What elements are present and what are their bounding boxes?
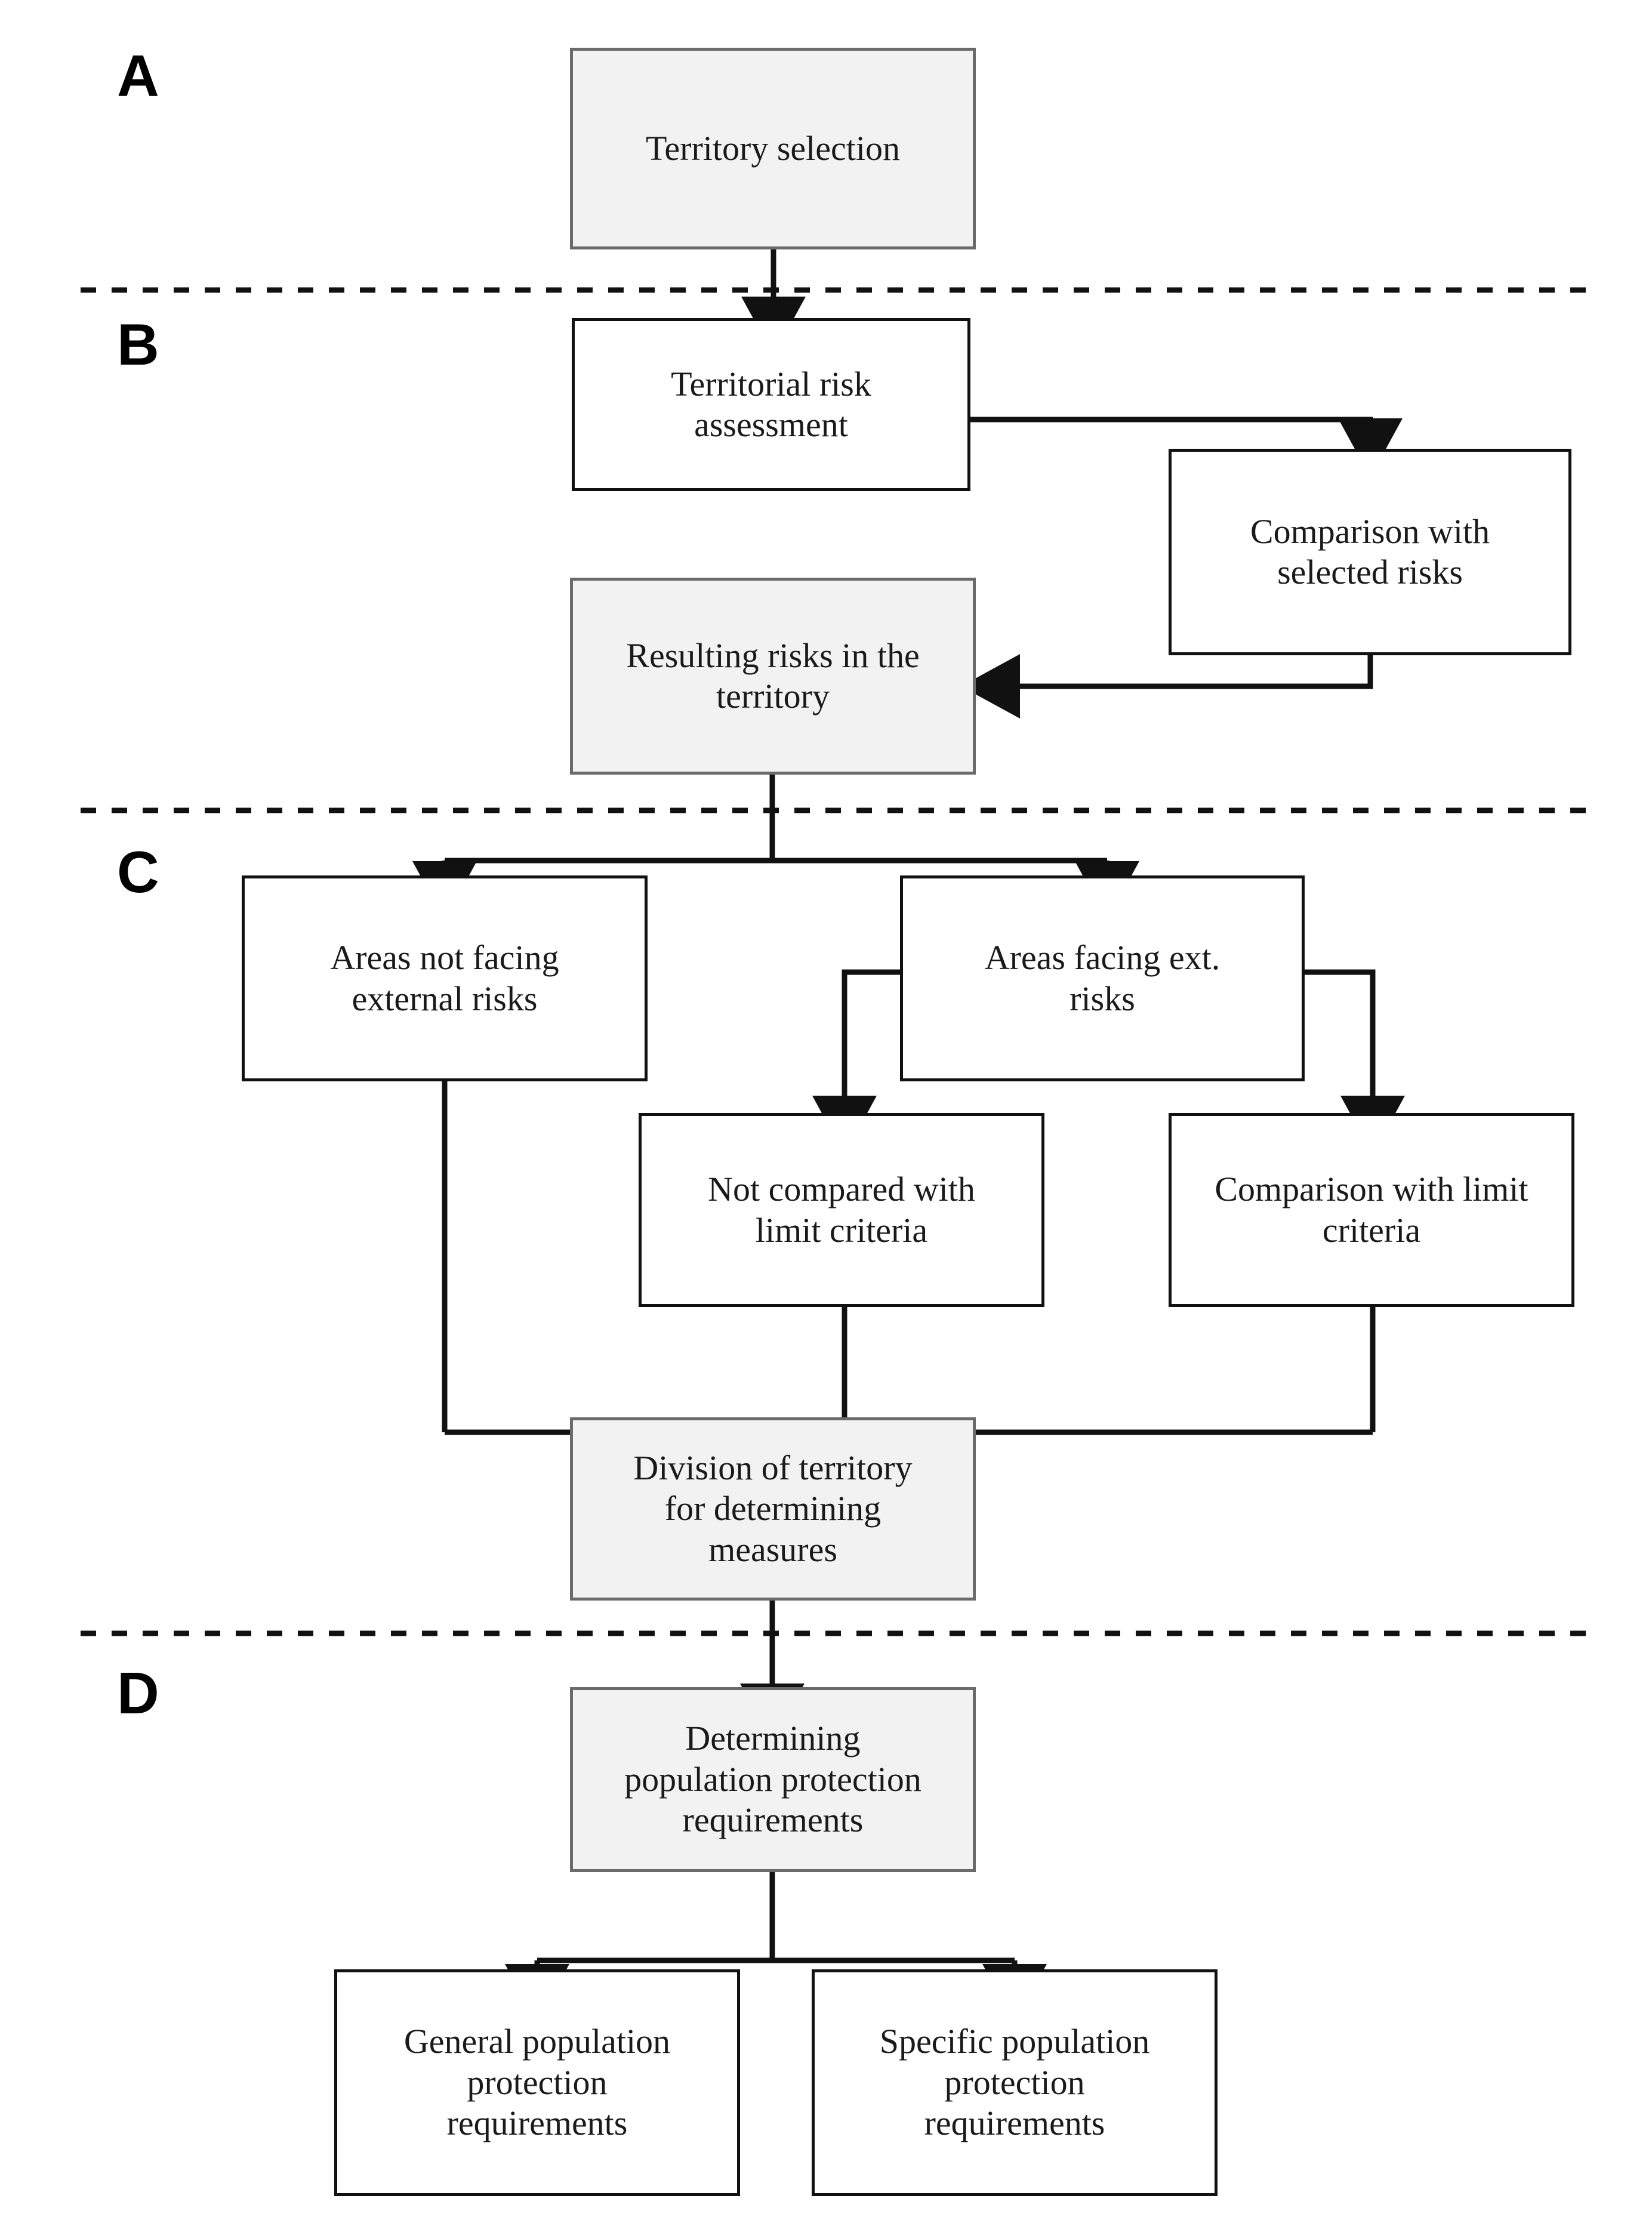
edge-determining-split [505, 1871, 1047, 2023]
edge-territorial-risk-to-comparison-selected [969, 417, 1403, 477]
edge-areas-ext-risks-to-not-compared-limit [812, 969, 900, 1155]
edge-areas-ext-risks-to-comparison-limit [1303, 969, 1405, 1155]
phase-label-d: D [117, 1660, 159, 1726]
phase-label-c: C [117, 839, 159, 905]
phase-label-a: A [117, 43, 159, 109]
node-label: Territory selection [646, 128, 900, 168]
phase-label-b: B [117, 312, 159, 377]
edge-comparison-selected-to-resulting-risks [961, 654, 1373, 719]
node-label: Areas facing ext.risks [984, 938, 1220, 1018]
edge-resulting-risks-branch [412, 774, 1139, 920]
node-territory-selection[interactable]: Territory selection [570, 48, 976, 249]
node-areas-facing-ext-risks[interactable]: Areas facing ext.risks [900, 875, 1305, 1081]
